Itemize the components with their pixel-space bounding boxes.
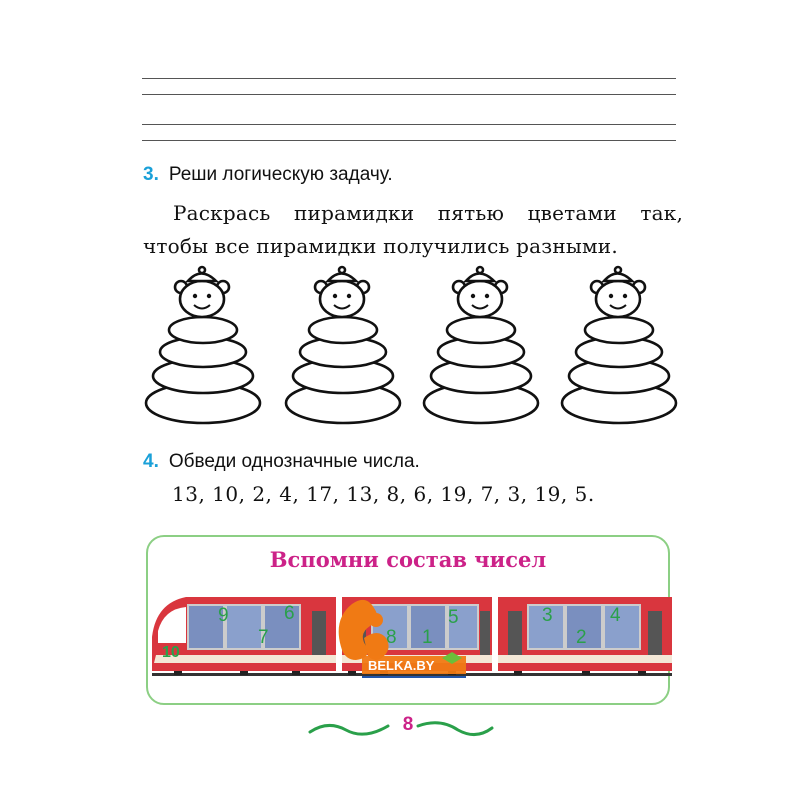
page-footer-decoration [308, 721, 494, 736]
task-3-heading: 3. Реши логическую задачу. [143, 164, 393, 186]
writing-line-2 [142, 94, 676, 95]
writing-line-3 [142, 124, 676, 125]
reminder-title: Вспомни состав чисел [269, 547, 547, 572]
car1-digit-1: 9 [218, 605, 229, 626]
writing-line-4 [142, 140, 676, 141]
task-3-number: 3. [143, 164, 159, 185]
task-3-text: Реши логическую задачу. [168, 164, 393, 185]
number-sequence: 13, 10, 2, 4, 17, 13, 8, 6, 19, 7, 3, 19… [172, 482, 595, 506]
instruction-line-1: Раскрась пирамидки пятью цветами так, [173, 201, 683, 225]
wagon-total-number: 10 [162, 644, 180, 661]
car2-digit-1: 5 [448, 607, 459, 628]
car3-digit-2: 4 [610, 605, 621, 626]
car1-digit-2: 6 [284, 603, 295, 624]
pyramid-toy-1[interactable] [143, 265, 263, 427]
car3-digit-3: 2 [576, 627, 587, 648]
instruction-line-2: чтобы все пирамидки получились разными. [143, 234, 618, 258]
task-4-number: 4. [143, 451, 159, 472]
car3-digit-1: 3 [542, 605, 553, 626]
car1-digit-3: 7 [258, 627, 269, 648]
page-number: 8 [402, 714, 414, 735]
pyramid-toy-3[interactable] [421, 265, 541, 427]
task-4-heading: 4. Обведи однозначные числа. [143, 451, 420, 473]
belka-logo-watermark: BELKA.BY [338, 599, 466, 678]
task-4-text: Обведи однозначные числа. [168, 451, 420, 472]
writing-line-1 [142, 78, 676, 79]
task-3-instruction: Раскрась пирамидки пятью цветами так, чт… [143, 197, 683, 263]
pyramid-toy-2[interactable] [283, 265, 403, 427]
car2-digit-3: 1 [422, 627, 433, 648]
watermark-text: BELKA.BY [368, 658, 435, 673]
pyramid-toy-4[interactable] [559, 265, 679, 427]
car2-digit-2: 8 [386, 627, 397, 648]
